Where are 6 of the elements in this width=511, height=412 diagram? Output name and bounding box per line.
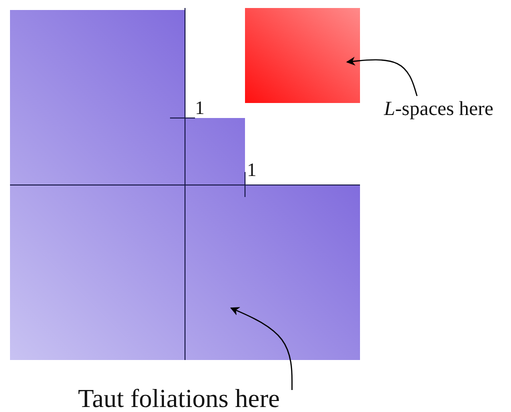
annotation-text: L-spaces here [384,97,494,122]
leader-arrow [230,307,293,390]
tick-label: 1 [195,98,204,120]
tick-label: 1 [247,160,256,182]
annotation-text: Taut foliations here [78,386,281,412]
leader-arrow [346,56,418,96]
